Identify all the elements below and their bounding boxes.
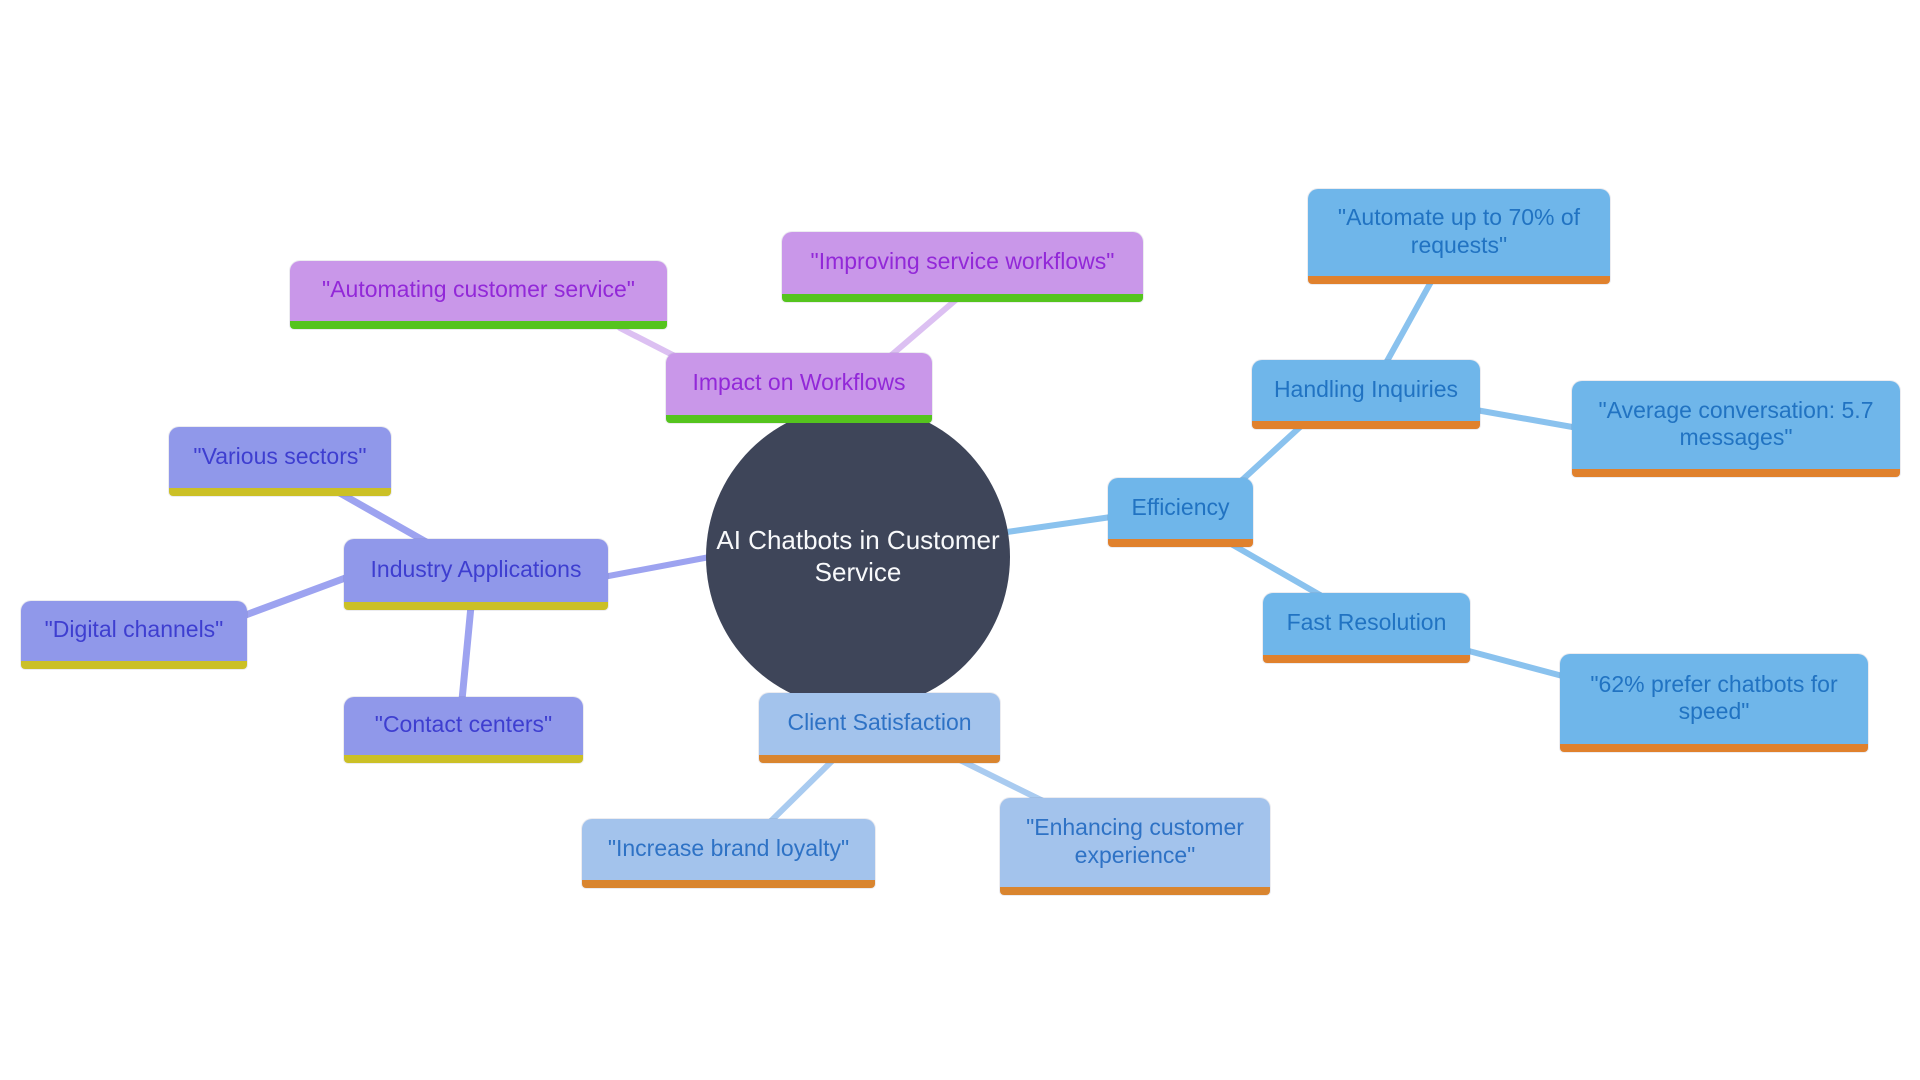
connector-handling-automate — [1383, 277, 1435, 366]
node-impact-on-workflows: Impact on Workflows — [666, 353, 932, 423]
connector-center-industry — [595, 553, 718, 581]
node-average-conversation: "Average conversation: 5.7 messages" — [1572, 381, 1900, 477]
connector-industry-various — [334, 488, 432, 547]
node-digital-channels: "Digital channels" — [21, 601, 247, 669]
connector-impact-improving — [885, 295, 961, 361]
connector-satisfaction-enhancing — [957, 757, 1048, 805]
connector-efficiency-handling — [1237, 424, 1303, 485]
connector-industry-digital — [239, 573, 352, 620]
node-industry-applications: Industry Applications — [344, 539, 608, 610]
connector-fastres-62percent — [1462, 647, 1573, 681]
node-contact-centers: "Contact centers" — [344, 697, 583, 763]
node-62-percent-prefer: "62% prefer chatbots for speed" — [1560, 654, 1868, 752]
node-client-satisfaction: Client Satisfaction — [759, 693, 1000, 763]
center-node-ai-chatbots: AI Chatbots in Customer Service — [706, 405, 1010, 709]
node-automate-70-percent: "Automate up to 70% of requests" — [1308, 189, 1610, 284]
connector-industry-contact — [458, 602, 475, 704]
node-various-sectors: "Various sectors" — [169, 427, 391, 496]
node-fast-resolution: Fast Resolution — [1263, 593, 1470, 663]
connector-handling-average — [1473, 407, 1581, 431]
node-enhancing-customer-experience: "Enhancing customer experience" — [1000, 798, 1270, 895]
node-automating-customer-service: "Automating customer service" — [290, 261, 667, 329]
connector-satisfaction-increase — [767, 757, 836, 825]
connector-efficiency-fastres — [1230, 542, 1323, 598]
node-improving-service-workflows: "Improving service workflows" — [782, 232, 1143, 302]
node-increase-brand-loyalty: "Increase brand loyalty" — [582, 819, 875, 888]
connector-center-efficiency — [997, 513, 1121, 536]
node-efficiency: Efficiency — [1108, 478, 1253, 547]
node-handling-inquiries: Handling Inquiries — [1252, 360, 1480, 429]
